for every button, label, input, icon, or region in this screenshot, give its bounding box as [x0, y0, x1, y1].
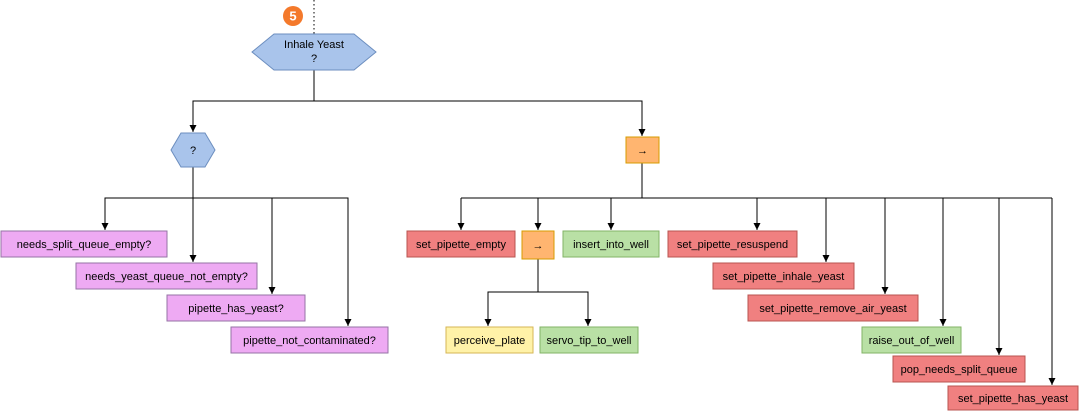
edge-inner-1	[484, 259, 539, 326]
node-right-sequence-shape	[625, 136, 660, 164]
node-pipette-has-yeast[interactable]: pipette_has_yeast?	[166, 294, 306, 322]
edge-root-right	[314, 100, 646, 136]
node-perceive-plate-shape	[445, 326, 534, 354]
node-needs-split-queue-empty-label: needs_split_queue_empty?	[17, 239, 152, 251]
node-insert-into-well[interactable]: insert_into_well	[562, 230, 660, 258]
node-pop-needs-split-queue-label: pop_needs_split_queue	[901, 364, 1018, 376]
node-set-pipette-remove-air-yeast-shape	[747, 294, 919, 322]
node-set-pipette-resuspend-label: set_pipette_resuspend	[677, 239, 788, 251]
node-perceive-plate[interactable]: perceive_plate	[445, 326, 534, 354]
node-servo-tip-to-well[interactable]: servo_tip_to_well	[539, 326, 639, 354]
node-pipette-has-yeast-shape	[166, 294, 306, 322]
edge-root-left	[189, 70, 315, 132]
node-raise-out-of-well[interactable]: raise_out_of_well	[861, 326, 962, 354]
node-set-pipette-inhale-yeast[interactable]: set_pipette_inhale_yeast	[712, 262, 855, 290]
node-set-pipette-remove-air-yeast[interactable]: set_pipette_remove_air_yeast	[747, 294, 919, 322]
node-root-shape	[251, 33, 377, 71]
node-set-pipette-empty-shape	[406, 230, 516, 258]
node-right-sequence-label: →	[637, 145, 648, 157]
node-pipette-has-yeast-label: pipette_has_yeast?	[188, 303, 283, 315]
node-left-selector-label: ?	[190, 145, 196, 157]
node-servo-tip-to-well-shape	[539, 326, 639, 354]
edges	[101, 70, 1056, 385]
node-inner-sequence[interactable]: →	[521, 230, 555, 260]
step-badge-circle	[283, 6, 303, 26]
node-insert-into-well-label: insert_into_well	[573, 239, 649, 251]
node-insert-into-well-shape	[562, 230, 660, 258]
node-set-pipette-has-yeast[interactable]: set_pipette_has_yeast	[947, 385, 1079, 411]
node-set-pipette-resuspend-shape	[667, 230, 798, 258]
node-raise-out-of-well-shape	[861, 326, 962, 354]
node-left-selector-shape	[170, 132, 216, 168]
node-set-pipette-inhale-yeast-shape	[712, 262, 855, 290]
node-set-pipette-resuspend[interactable]: set_pipette_resuspend	[667, 230, 798, 258]
node-inner-sequence-label: →	[533, 240, 544, 252]
edge-inner-2	[538, 291, 592, 326]
node-root-label-line2: ?	[311, 53, 317, 65]
node-perceive-plate-label: perceive_plate	[454, 335, 526, 347]
node-root-label-line1: Inhale Yeast	[284, 39, 344, 51]
edge-left-1	[101, 167, 194, 230]
node-set-pipette-empty[interactable]: set_pipette_empty	[406, 230, 516, 258]
node-pipette-not-contaminated-label: pipette_not_contaminated?	[243, 335, 376, 347]
node-set-pipette-inhale-yeast-label: set_pipette_inhale_yeast	[723, 271, 845, 283]
step-badge-number: 5	[289, 9, 296, 24]
node-root-selector[interactable]: Inhale Yeast ?	[251, 33, 377, 71]
node-raise-out-of-well-label: raise_out_of_well	[869, 335, 955, 347]
node-needs-split-queue-empty-shape	[0, 230, 168, 258]
node-needs-split-queue-empty[interactable]: needs_split_queue_empty?	[0, 230, 168, 258]
node-servo-tip-to-well-label: servo_tip_to_well	[547, 335, 632, 347]
node-set-pipette-remove-air-yeast-label: set_pipette_remove_air_yeast	[759, 303, 906, 315]
node-right-sequence[interactable]: →	[625, 136, 660, 164]
node-needs-yeast-queue-not-empty[interactable]: needs_yeast_queue_not_empty?	[75, 262, 258, 290]
node-pipette-not-contaminated[interactable]: pipette_not_contaminated?	[230, 326, 389, 354]
node-pop-needs-split-queue[interactable]: pop_needs_split_queue	[892, 355, 1026, 383]
step-badge: 5	[283, 6, 303, 26]
node-set-pipette-has-yeast-label: set_pipette_has_yeast	[958, 393, 1068, 405]
node-set-pipette-has-yeast-shape	[947, 385, 1079, 411]
node-pipette-not-contaminated-shape	[230, 326, 389, 354]
node-needs-yeast-queue-not-empty-shape	[75, 262, 258, 290]
edge-left-4	[272, 197, 352, 326]
node-pop-needs-split-queue-shape	[892, 355, 1026, 383]
node-inner-sequence-shape	[521, 230, 555, 260]
node-needs-yeast-queue-not-empty-label: needs_yeast_queue_not_empty?	[85, 271, 248, 283]
node-set-pipette-empty-label: set_pipette_empty	[416, 239, 506, 251]
node-left-selector[interactable]: ?	[170, 132, 216, 168]
